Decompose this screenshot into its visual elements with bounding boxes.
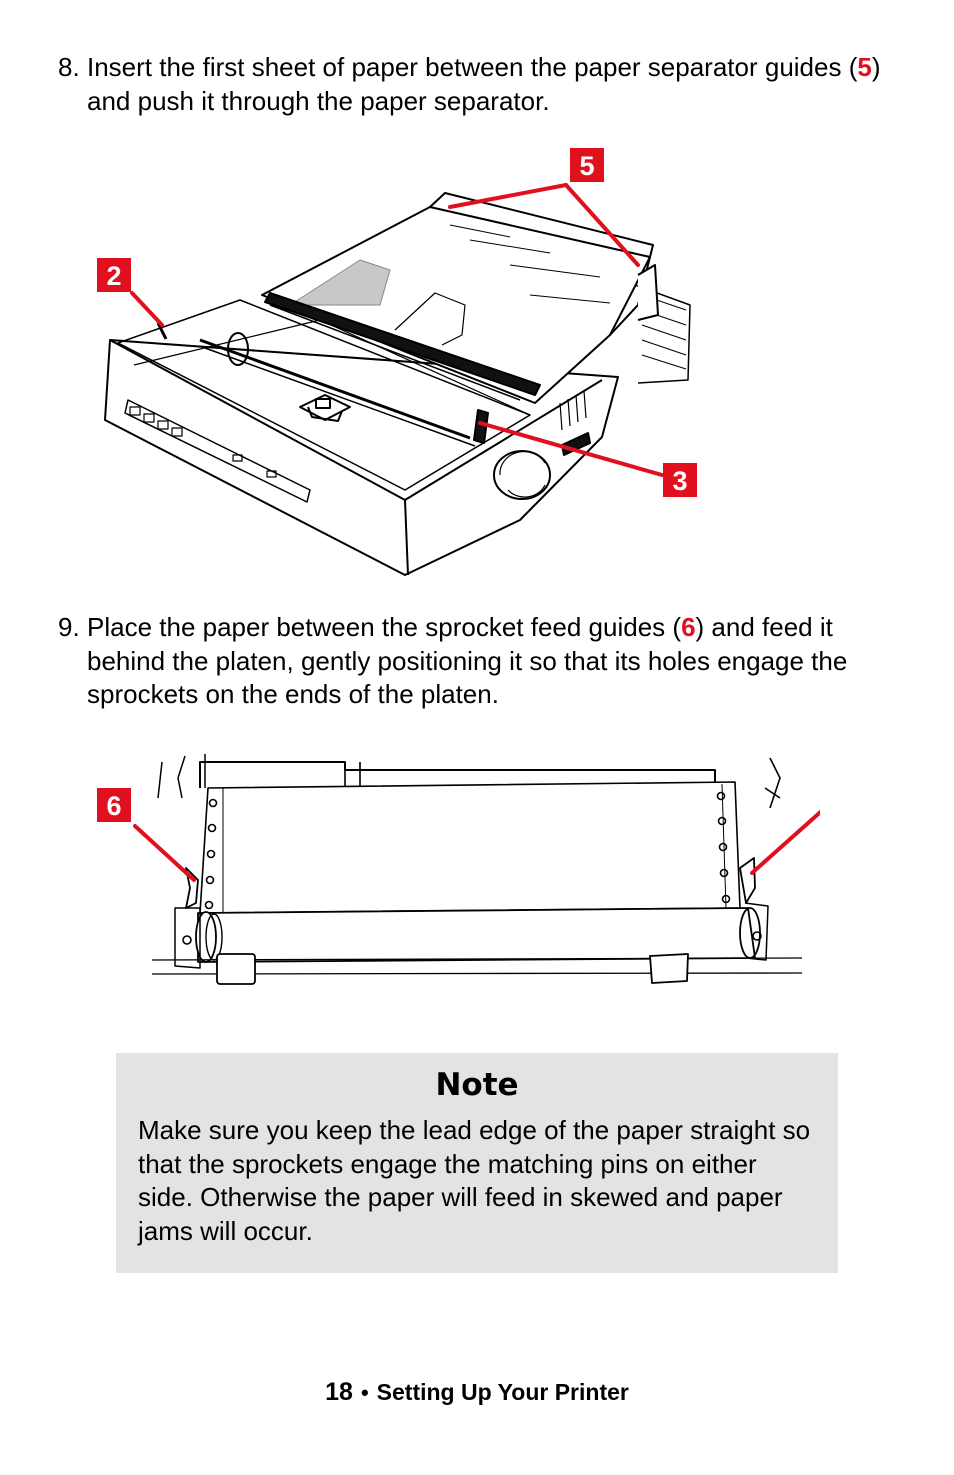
printer-illustration: 5 2 3: [97, 148, 697, 576]
step-text: Place the paper between the sprocket fee…: [87, 612, 848, 709]
page-footer: 18 • Setting Up Your Printer: [0, 1378, 954, 1407]
page-number: 18: [325, 1378, 353, 1406]
printer-front-edge: [109, 339, 409, 576]
leader-5a: [448, 183, 568, 209]
callout-ref: 5: [857, 52, 872, 82]
svg-text:2: 2: [106, 261, 121, 291]
note-box: Note Make sure you keep the lead edge of…: [116, 1053, 838, 1273]
leader-5b: [564, 183, 640, 267]
callout-5: 5: [570, 148, 604, 182]
leader-3: [478, 421, 664, 477]
callout-6-left: 6: [97, 788, 131, 822]
svg-text:6: 6: [106, 791, 121, 821]
section-title: Setting Up Your Printer: [376, 1379, 629, 1405]
note-title: Note: [435, 1067, 519, 1103]
callout-ref: 6: [681, 612, 696, 642]
note-text: Make sure you keep the lead edge of the …: [138, 1115, 811, 1246]
printer-body-outline: [104, 339, 619, 576]
step-text: Insert the first sheet of paper between …: [87, 52, 881, 116]
paper-holes: [204, 791, 731, 910]
svg-text:5: 5: [579, 151, 594, 181]
leader-6-right: [750, 809, 820, 875]
step-9: 9. Place the paper between the sprocket …: [58, 611, 908, 712]
step-8: 8. Insert the first sheet of paper betwe…: [58, 51, 908, 118]
callout-3: 3: [663, 463, 697, 497]
footer-separator: •: [360, 1380, 369, 1405]
sprocket-illustration: 6 6: [97, 754, 820, 985]
leader-2: [130, 291, 164, 327]
leader-6-left: [133, 824, 196, 882]
callout-2: 2: [97, 258, 131, 292]
step-number: 9.: [58, 612, 80, 642]
svg-text:3: 3: [672, 466, 687, 496]
step-number: 8.: [58, 52, 80, 82]
